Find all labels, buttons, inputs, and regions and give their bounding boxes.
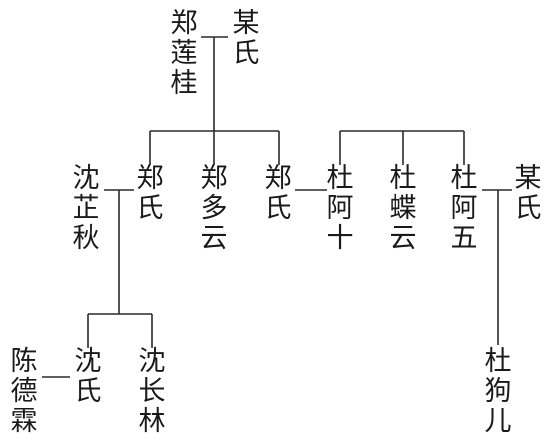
name-char: 某 [232,8,260,39]
name-char: 五 [450,223,478,254]
name-char: 郑 [136,163,164,194]
name-char: 郑 [264,163,292,194]
person-chen-delin: 陈 德 霖 [6,347,42,437]
person-shen-zhiqiu: 沈 芷 秋 [68,164,104,254]
name-char: 十 [326,223,354,254]
name-char: 霖 [10,406,38,437]
name-char: 桂 [170,68,198,99]
name-char: 氏 [514,193,542,224]
name-char: 沈 [72,163,100,194]
name-char: 杜 [389,163,417,194]
person-shen-shi: 沈 氏 [70,347,106,407]
person-mou-shi-1: 某 氏 [228,9,264,69]
name-char: 郑 [170,8,198,39]
name-char: 莲 [170,38,198,69]
name-char: 氏 [264,193,292,224]
person-zheng-shi-2: 郑 氏 [260,164,296,224]
person-zheng-liangui: 郑 莲 桂 [166,9,202,99]
name-char: 芷 [72,193,100,224]
person-du-gouer: 杜 狗 儿 [480,347,516,437]
name-char: 氏 [232,38,260,69]
name-char: 氏 [136,193,164,224]
person-shen-changlin: 沈 长 林 [134,347,170,437]
name-char: 杜 [450,163,478,194]
person-mou-shi-2: 某 氏 [510,164,546,224]
person-du-dieyun: 杜 蝶 云 [385,164,421,254]
name-char: 秋 [72,223,100,254]
name-char: 杜 [326,163,354,194]
name-char: 云 [200,223,228,254]
name-char: 德 [10,376,38,407]
name-char: 云 [389,223,417,254]
person-zheng-duoyun: 郑 多 云 [196,164,232,254]
name-char: 林 [138,406,166,437]
name-char: 杜 [484,346,512,377]
name-char: 儿 [484,406,512,437]
name-char: 陈 [10,346,38,377]
name-char: 长 [138,376,166,407]
person-du-awu: 杜 阿 五 [446,164,482,254]
person-zheng-shi: 郑 氏 [132,164,168,224]
name-char: 蝶 [389,193,417,224]
name-char: 狗 [484,376,512,407]
name-char: 郑 [200,163,228,194]
name-char: 氏 [74,376,102,407]
name-char: 阿 [326,193,354,224]
person-du-ashi: 杜 阿 十 [322,164,358,254]
name-char: 阿 [450,193,478,224]
name-char: 沈 [74,346,102,377]
name-char: 沈 [138,346,166,377]
name-char: 多 [200,193,228,224]
name-char: 某 [514,163,542,194]
